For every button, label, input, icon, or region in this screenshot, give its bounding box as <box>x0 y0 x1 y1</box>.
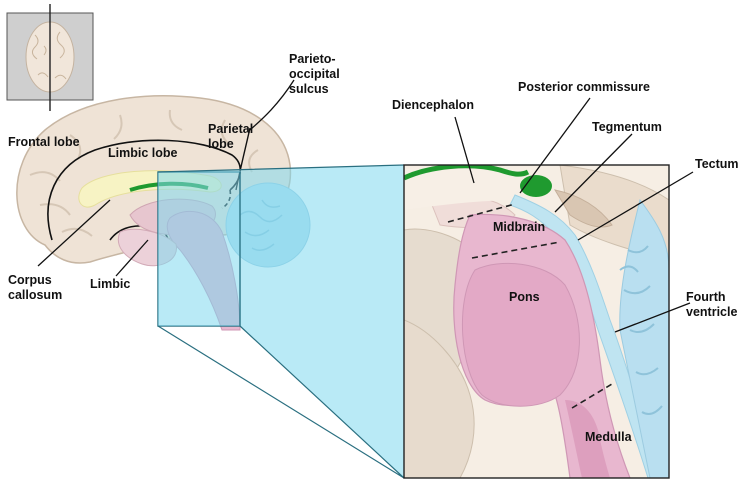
label-corpus-callosum-line2: callosum <box>8 288 62 303</box>
label-parieto-occipital-line3: sulcus <box>289 82 329 97</box>
label-parietal-lobe-line1: Parietal <box>208 122 253 137</box>
label-parieto-occipital-line1: Parieto- <box>289 52 336 67</box>
pons-bulge <box>462 263 579 406</box>
thumbnail-top-view <box>7 4 93 111</box>
label-midbrain: Midbrain <box>493 220 545 235</box>
label-medulla: Medulla <box>585 430 632 445</box>
label-limbic: Limbic <box>90 277 130 292</box>
label-limbic-lobe: Limbic lobe <box>108 146 177 161</box>
label-tegmentum: Tegmentum <box>592 120 662 135</box>
label-tectum: Tectum <box>695 157 739 172</box>
label-corpus-callosum-line1: Corpus <box>8 273 52 288</box>
label-parietal-lobe-line2: lobe <box>208 137 234 152</box>
label-frontal-lobe: Frontal lobe <box>8 135 80 150</box>
zoom-projection <box>158 165 404 478</box>
label-diencephalon: Diencephalon <box>392 98 474 113</box>
label-fourth-ventricle-line1: Fourth <box>686 290 726 305</box>
label-fourth-ventricle-line2: ventricle <box>686 305 737 320</box>
label-pons: Pons <box>509 290 540 305</box>
label-parieto-occipital-line2: occipital <box>289 67 340 82</box>
label-posterior-commissure: Posterior commissure <box>518 80 650 95</box>
